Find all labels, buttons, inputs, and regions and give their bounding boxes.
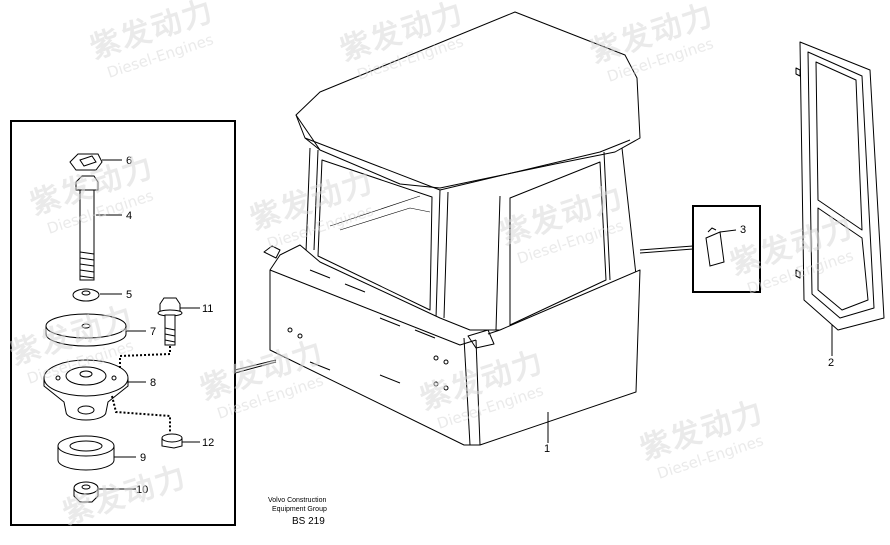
detail-box — [10, 120, 236, 526]
callout-1: 1 — [544, 443, 550, 455]
decal-leader — [639, 245, 694, 254]
callout-7: 7 — [150, 326, 156, 338]
part-3-decal — [705, 227, 725, 267]
callout-8: 8 — [150, 377, 156, 389]
callout-12: 12 — [202, 437, 214, 449]
part-8-mount — [43, 359, 129, 421]
part-9-collar — [57, 435, 115, 471]
callout-3: 3 — [740, 224, 746, 236]
callout-9: 9 — [140, 452, 146, 464]
part-4-bolt — [75, 175, 99, 281]
decal-detail-box — [692, 205, 761, 293]
footer-company-line2: Equipment Group — [272, 506, 327, 513]
part-5-washer — [72, 288, 100, 302]
door-drawing — [795, 41, 885, 331]
detail-leader — [234, 359, 277, 374]
footer-figure-code: BS 219 — [292, 516, 325, 527]
part-12-nut — [161, 433, 183, 449]
cab-drawing — [263, 11, 641, 446]
assembly-dotted-lines — [111, 346, 171, 432]
callout-leaders — [96, 159, 833, 490]
footer-company-line1: Volvo Construction — [268, 497, 326, 504]
part-7-disc — [45, 313, 127, 347]
callout-6: 6 — [126, 155, 132, 167]
callout-11: 11 — [202, 303, 213, 315]
callout-5: 5 — [126, 289, 132, 301]
part-6-nut-plate — [69, 153, 103, 171]
callout-2: 2 — [828, 357, 834, 369]
part-10-nut — [73, 481, 99, 503]
callout-10: 10 — [136, 484, 148, 496]
callout-4: 4 — [126, 210, 132, 222]
part-11-bolt — [157, 297, 183, 346]
